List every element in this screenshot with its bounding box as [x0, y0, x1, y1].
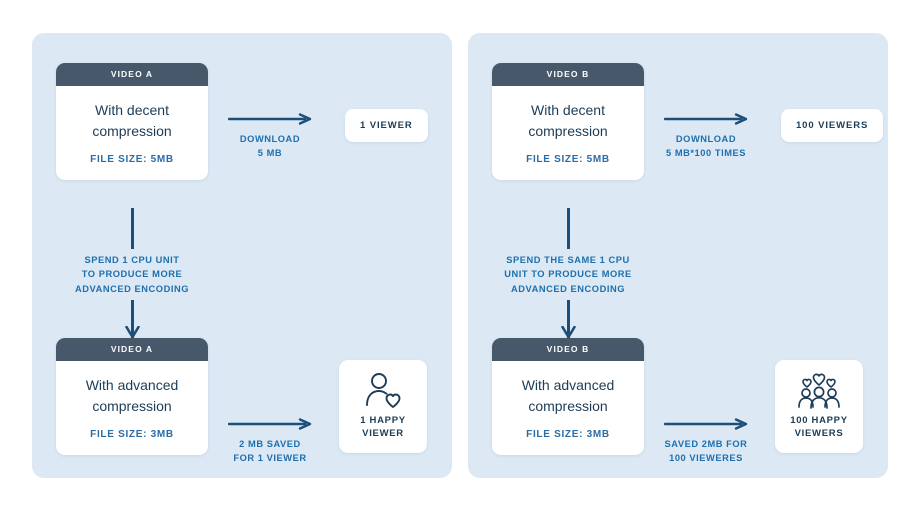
download-label: DOWNLOAD 5 MB*100 TIMES	[651, 132, 761, 161]
card-title: With advanced compression	[521, 376, 615, 414]
card-header-label: VIDEO B	[492, 63, 644, 86]
result-caption-line-1: 100 HAPPY	[790, 415, 848, 426]
vertical-label-line-1: SPEND 1 CPU UNIT	[84, 255, 180, 265]
card-title: With decent compression	[92, 101, 172, 139]
download-flow-top: DOWNLOAD 5 MB*100 TIMES	[664, 113, 761, 161]
savings-flow-bottom: 2 MB SAVED FOR 1 VIEWER	[228, 418, 325, 466]
arrow-right-icon	[664, 113, 748, 125]
result-happy-viewer-box: 1 HAPPY VIEWER	[339, 360, 427, 453]
result-caption-line-2: VIEWERS	[794, 427, 844, 439]
vertical-label-line-3: ADVANCED ENCODING	[74, 283, 190, 294]
card-body: With decent compression FILE SIZE: 5MB	[492, 86, 644, 180]
savings-label-line-2: 100 VIEWERES	[669, 453, 743, 464]
card-body: With advanced compression FILE SIZE: 3MB	[56, 361, 208, 455]
card-body: With decent compression FILE SIZE: 5MB	[56, 86, 208, 180]
card-video-b-decent: VIDEO B With decent compression FILE SIZ…	[492, 63, 644, 180]
card-title: With decent compression	[528, 101, 608, 139]
vertical-label-line-2: TO PRODUCE MORE	[81, 269, 183, 280]
card-file-size: FILE SIZE: 5MB	[90, 153, 174, 165]
savings-label-line-1: SAVED 2MB FOR	[664, 439, 748, 449]
arrow-right-icon	[228, 113, 312, 125]
vertical-label-line-1: SPEND THE SAME 1 CPU	[506, 255, 630, 265]
card-body: With advanced compression FILE SIZE: 3MB	[492, 361, 644, 455]
result-caption-line-2: VIEWER	[362, 427, 404, 439]
download-label: DOWNLOAD 5 MB	[215, 132, 325, 161]
result-caption-line-1: 1 HAPPY	[360, 415, 406, 426]
panel-video-a: VIDEO A With decent compression FILE SIZ…	[32, 33, 452, 478]
savings-flow-bottom: SAVED 2MB FOR 100 VIEWERES	[664, 418, 761, 466]
card-file-size: FILE SIZE: 5MB	[526, 153, 610, 165]
savings-label-line-2: FOR 1 VIEWER	[233, 453, 307, 464]
arrow-right-icon	[664, 418, 748, 430]
arrow-right-icon	[228, 418, 312, 430]
download-label-line-2: 5 MB*100 TIMES	[665, 148, 747, 159]
card-video-a-advanced: VIDEO A With advanced compression FILE S…	[56, 338, 208, 455]
people-group-hearts-icon	[781, 371, 857, 411]
result-viewer-count-top: 1 VIEWER	[345, 109, 428, 142]
download-label-line-1: DOWNLOAD	[675, 134, 737, 144]
card-video-a-decent: VIDEO A With decent compression FILE SIZ…	[56, 63, 208, 180]
result-viewer-count-top: 100 VIEWERS	[781, 109, 884, 142]
arrow-down-icon	[561, 326, 576, 339]
result-caption: 100 HAPPY VIEWERS	[781, 415, 857, 441]
vertical-label-line-2: UNIT TO PRODUCE MORE	[504, 269, 632, 280]
vertical-label-line-3: ADVANCED ENCODING	[510, 283, 626, 294]
vertical-arrow-label: SPEND 1 CPU UNIT TO PRODUCE MORE ADVANCE…	[50, 249, 214, 301]
savings-label-line-1: 2 MB SAVED	[239, 439, 301, 449]
download-flow-top: DOWNLOAD 5 MB	[228, 113, 325, 161]
card-file-size: FILE SIZE: 3MB	[90, 428, 174, 440]
person-heart-icon	[345, 371, 421, 411]
arrow-down-icon	[125, 326, 140, 339]
savings-label: SAVED 2MB FOR 100 VIEWERES	[651, 437, 761, 466]
savings-label: 2 MB SAVED FOR 1 VIEWER	[215, 437, 325, 466]
card-header-label: VIDEO A	[56, 338, 208, 361]
card-file-size: FILE SIZE: 3MB	[526, 428, 610, 440]
download-label-line-1: DOWNLOAD	[239, 134, 301, 144]
download-label-line-2: 5 MB	[257, 148, 283, 159]
card-title: With advanced compression	[85, 376, 179, 414]
vertical-arrow-label: SPEND THE SAME 1 CPU UNIT TO PRODUCE MOR…	[478, 249, 658, 301]
card-header-label: VIDEO A	[56, 63, 208, 86]
panel-video-b: VIDEO B With decent compression FILE SIZ…	[468, 33, 888, 478]
result-happy-viewers-box: 100 HAPPY VIEWERS	[775, 360, 863, 453]
card-header-label: VIDEO B	[492, 338, 644, 361]
result-caption: 1 HAPPY VIEWER	[345, 415, 421, 441]
card-video-b-advanced: VIDEO B With advanced compression FILE S…	[492, 338, 644, 455]
